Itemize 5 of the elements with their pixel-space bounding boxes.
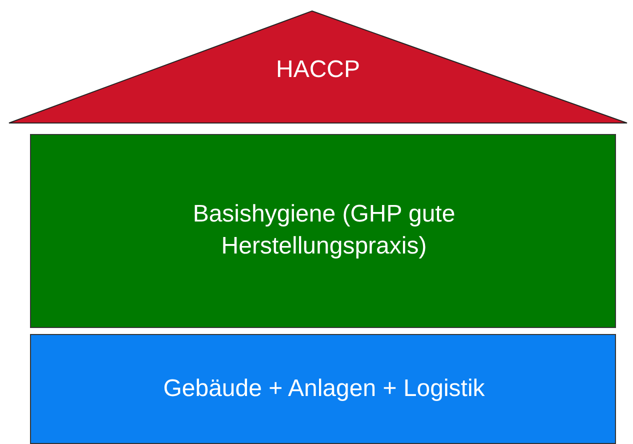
roof-label: HACCP (274, 55, 361, 85)
layer-label: Basishygiene (GHP gute Herstellungspraxis) (192, 200, 456, 262)
layer-panel (30, 134, 616, 328)
layer-label: Gebäude + Anlagen + Logistik (162, 374, 486, 404)
layer-panel (30, 334, 616, 444)
